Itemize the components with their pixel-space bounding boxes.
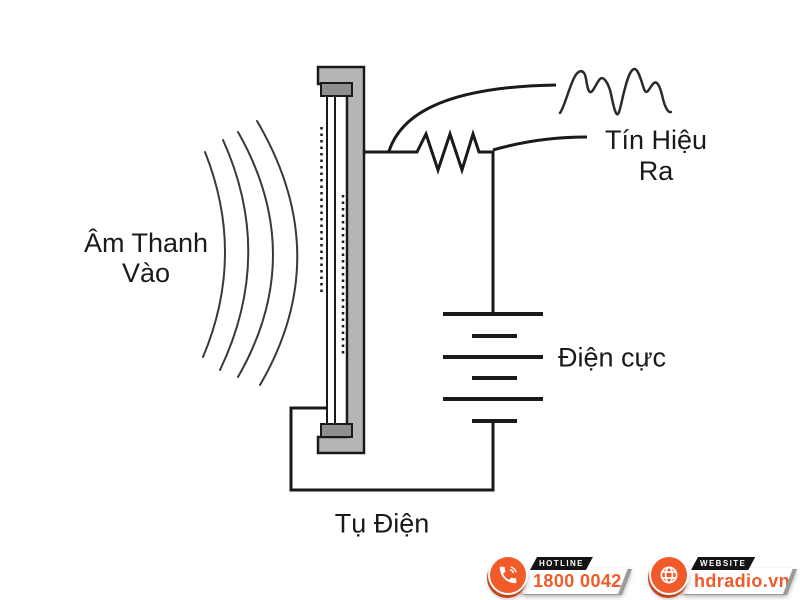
waveform-pointer-curve	[387, 83, 557, 152]
diaphragm	[326, 94, 336, 426]
electrode-label: Điện cực	[557, 342, 667, 373]
circuit-wires	[289, 83, 588, 492]
phone-icon	[488, 555, 528, 595]
output-signal-label: Tín Hiệu Ra	[604, 125, 708, 186]
website-tab: WEBSITE	[691, 557, 755, 570]
website-url: hdradio.vn	[694, 570, 791, 591]
ground-loop-wire	[289, 406, 495, 492]
sound-wave-arcs-icon	[202, 120, 299, 386]
website-body: hdradio.vn	[679, 568, 795, 594]
microphone-capsule-icon	[316, 65, 366, 455]
hotline-badge[interactable]: 1800 0042 HOTLINE	[485, 553, 635, 597]
hotline-body: 1800 0042	[518, 568, 630, 594]
globe-icon	[649, 555, 689, 595]
capsule-top-clamp	[320, 82, 353, 97]
hotline-tab: HOTLINE	[530, 557, 593, 570]
hotline-number: 1800 0042	[533, 570, 622, 591]
website-badge[interactable]: hdradio.vn WEBSITE	[646, 553, 796, 597]
output-waveform-icon	[558, 67, 673, 116]
capacitor-label: Tụ Điện	[334, 508, 430, 539]
resistor-icon	[364, 129, 495, 313]
output-label-pointer-curve	[492, 135, 588, 152]
sound-in-label: Âm Thanh Vào	[83, 228, 209, 288]
battery-icon	[443, 312, 543, 423]
capsule-bottom-clamp	[320, 423, 353, 438]
